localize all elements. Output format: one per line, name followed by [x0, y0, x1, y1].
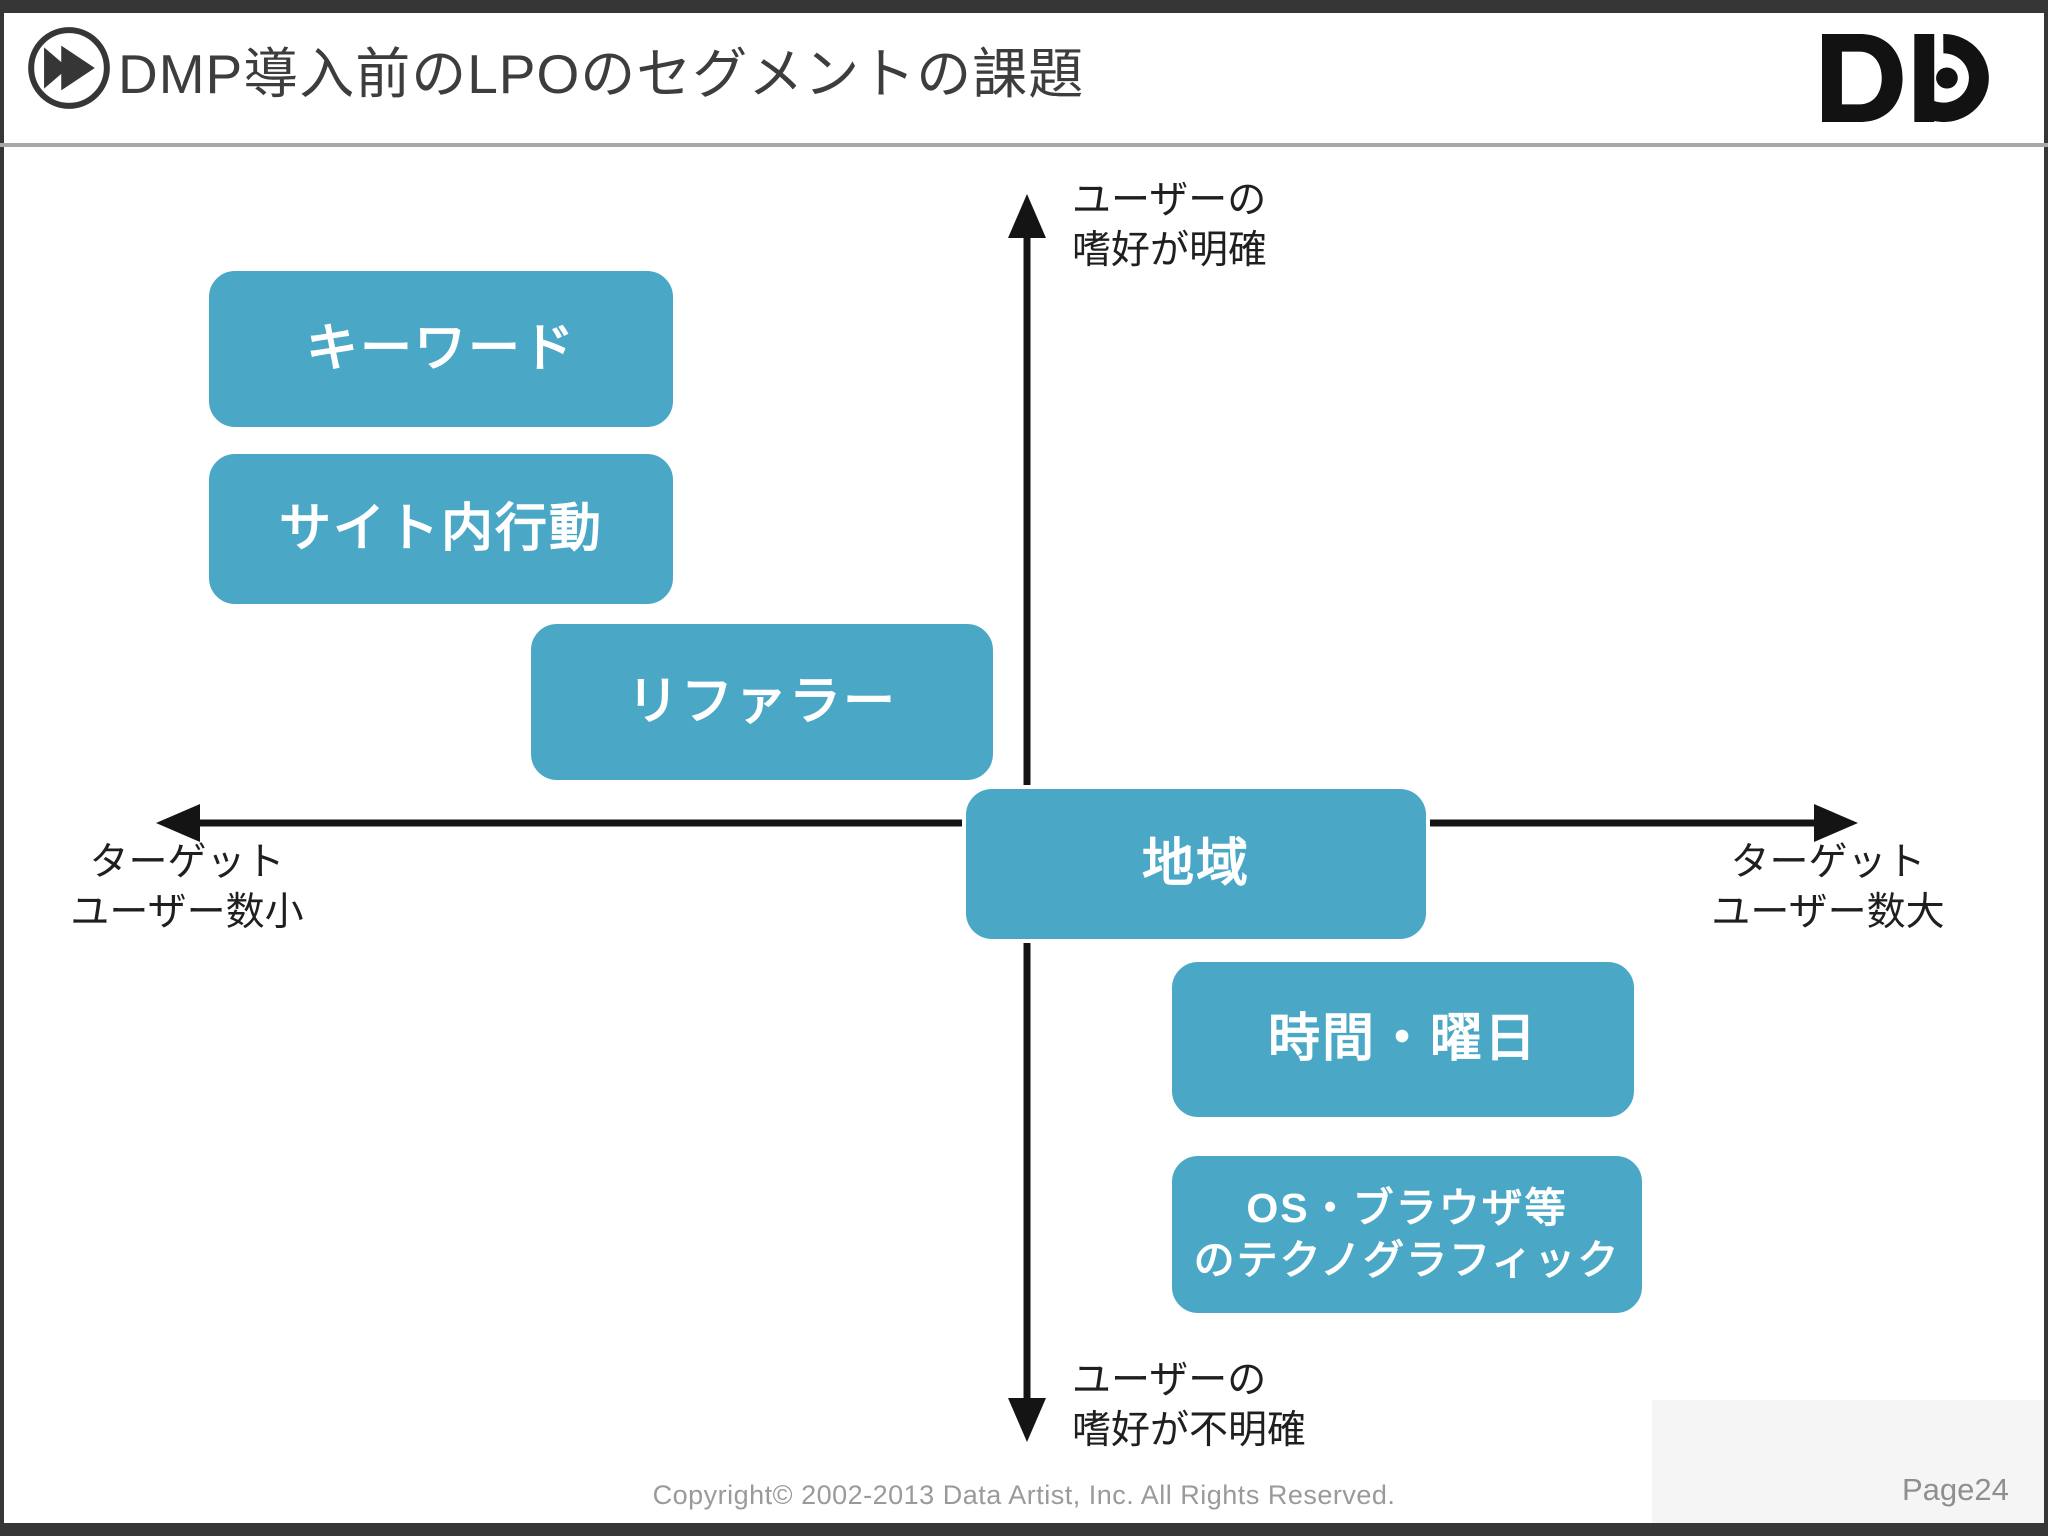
corner-shade	[1652, 1400, 2044, 1523]
bottom-frame-bar	[0, 1523, 2048, 1536]
axis-label-line: ユーザー数小	[70, 891, 304, 934]
axis-label-top: ユーザーの 嗜好が明確	[1072, 176, 1267, 276]
axis-label-line: ユーザーの	[1072, 179, 1267, 222]
data-artist-logo	[1822, 33, 1994, 122]
page-number: Page24	[1902, 1472, 2009, 1507]
axis-label-line: ターゲット	[1730, 841, 1926, 884]
axis-label-line: ユーザーの	[1072, 1359, 1267, 1402]
segment-box-label: 時間・曜日	[1267, 1010, 1538, 1068]
axis-label-line: ユーザー数大	[1711, 891, 1945, 934]
up-arrowhead-icon	[1008, 194, 1046, 238]
copyright-text: Copyright© 2002-2013 Data Artist, Inc. A…	[652, 1480, 1396, 1510]
axis-label-bottom: ユーザーの 嗜好が不明確	[1072, 1356, 1306, 1456]
axis-label-line: 嗜好が不明確	[1072, 1409, 1307, 1452]
axis-label-line: ターゲット	[89, 841, 285, 884]
top-frame-bar	[0, 0, 2048, 13]
segment-box-label: 地域	[1141, 834, 1250, 893]
segment-box-site-behavior: サイト内行動	[205, 450, 677, 608]
right-arrowhead-icon	[1814, 804, 1858, 842]
segment-box-label: OS・ブラウザ等	[1246, 1185, 1568, 1232]
segment-box-label: サイト内行動	[278, 499, 603, 558]
axis-label-left: ターゲット ユーザー数小	[57, 838, 317, 938]
segment-box-label: キーワード	[305, 319, 576, 378]
segment-box-time-day: 時間・曜日	[1168, 958, 1638, 1121]
segment-box-label: のテクノグラフィック	[1193, 1236, 1621, 1283]
down-arrowhead-icon	[1008, 1398, 1046, 1442]
segment-box-region: 地域	[962, 785, 1430, 943]
left-frame-edge	[0, 0, 4, 1536]
axis-label-right: ターゲット ユーザー数大	[1698, 838, 1958, 938]
axis-label-line: 嗜好が明確	[1072, 229, 1268, 272]
segment-box-technographic: OS・ブラウザ等 のテクノグラフィック	[1168, 1152, 1646, 1317]
slide-title: DMP導入前のLPOのセグメントの課題	[118, 43, 1085, 105]
segment-box-keyword: キーワード	[205, 267, 677, 431]
segment-box-label: リファラー	[626, 672, 897, 731]
segment-box-referrer: リファラー	[527, 620, 997, 784]
left-arrowhead-icon	[156, 804, 200, 842]
right-frame-edge	[2044, 0, 2048, 1536]
header-divider	[0, 143, 2048, 147]
next-arrow-icon	[26, 25, 112, 111]
